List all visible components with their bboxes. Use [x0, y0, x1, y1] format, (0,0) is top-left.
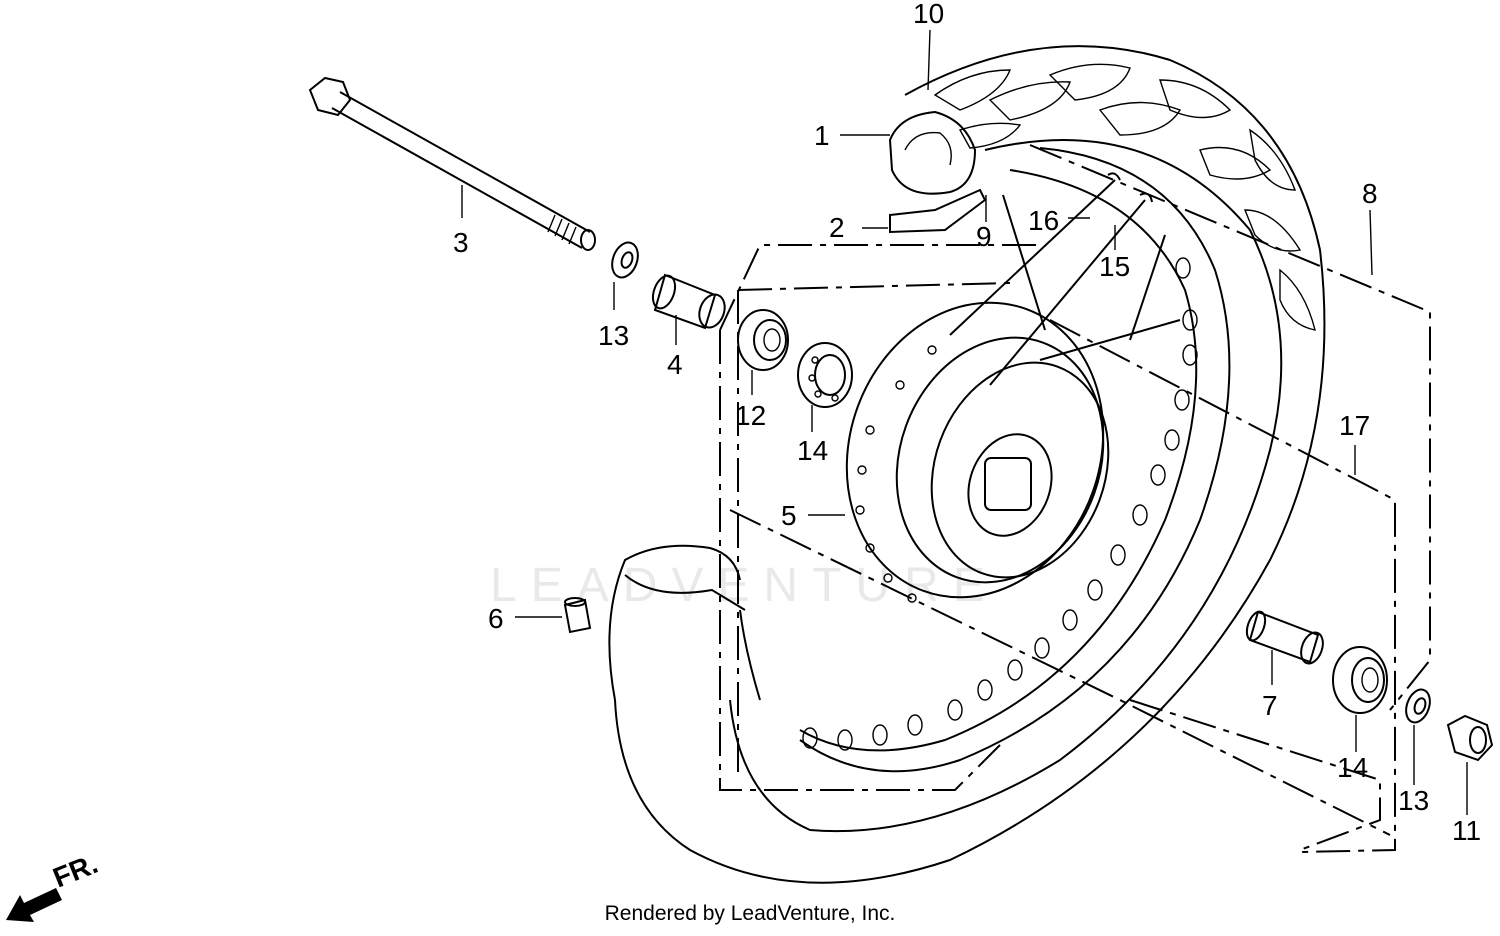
callout-8: 8	[1362, 178, 1378, 209]
callout-15: 15	[1099, 251, 1130, 282]
callout-1: 1	[814, 120, 830, 151]
front-axle	[308, 76, 596, 251]
callout-2: 2	[829, 212, 845, 243]
valve-cap	[563, 597, 592, 634]
callout-labels: 10 1 2 3 13 4 12 14 5 6 9 16 15 8 17 7 1…	[453, 0, 1481, 846]
callout-7: 7	[1262, 690, 1278, 721]
dust-seal	[737, 309, 789, 371]
callout-10: 10	[913, 0, 944, 29]
callout-12: 12	[735, 400, 766, 431]
callout-17: 17	[1339, 410, 1370, 441]
front-direction-label: FR.	[49, 848, 102, 894]
front-direction-arrow-icon	[6, 888, 62, 922]
assembly-outline-right	[1029, 144, 1431, 853]
axle-nut	[1446, 714, 1494, 762]
callout-11: 11	[1452, 815, 1481, 846]
axle-washer-right	[1405, 688, 1431, 724]
radial-bearing-left	[797, 342, 853, 408]
axle-washer-left	[611, 241, 639, 279]
distance-collar-right	[1245, 610, 1324, 665]
callout-14-right: 14	[1337, 752, 1368, 783]
leader-lines	[461, 29, 1468, 815]
wheel-hub	[845, 301, 1110, 603]
distance-collar-left	[651, 273, 726, 330]
callout-5: 5	[781, 500, 797, 531]
tire	[608, 45, 1326, 884]
radial-bearing-right	[1332, 646, 1388, 714]
spoke-holes	[802, 257, 1198, 751]
tube-and-rim-band	[889, 188, 987, 234]
callout-3: 3	[453, 227, 469, 258]
callout-16: 16	[1028, 205, 1059, 236]
callout-4: 4	[667, 349, 683, 380]
assembly-outline-left	[719, 244, 1391, 836]
callout-13-right: 13	[1398, 785, 1429, 816]
spokes	[949, 172, 1181, 386]
callout-14-left: 14	[797, 435, 828, 466]
callout-13-left: 13	[598, 320, 629, 351]
callout-9: 9	[976, 221, 992, 252]
callout-6: 6	[488, 603, 504, 634]
rim	[799, 147, 1231, 773]
footer-credit: Rendered by LeadVenture, Inc.	[604, 902, 896, 925]
